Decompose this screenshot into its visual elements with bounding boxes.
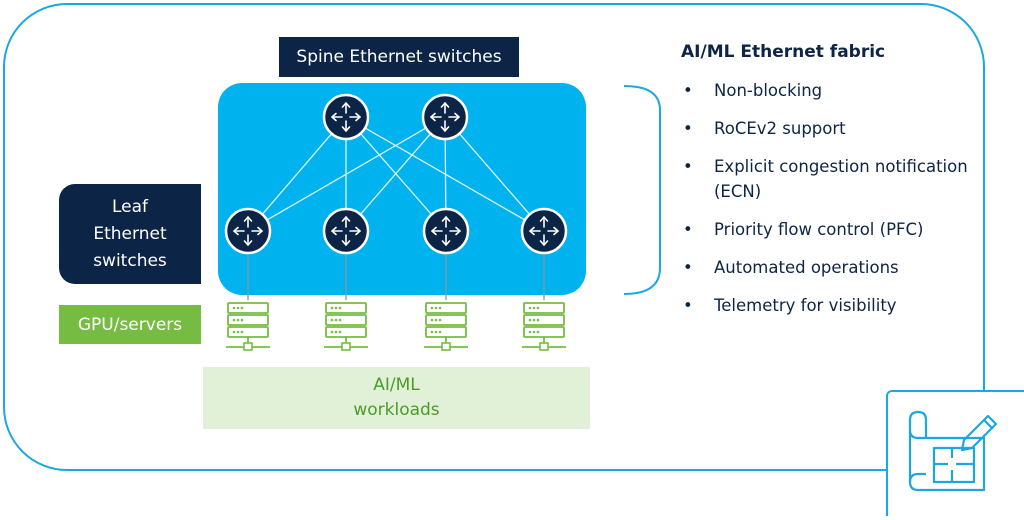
server-rack-icon [225, 302, 271, 351]
spine-switch-1 [322, 93, 370, 141]
spine-switch-2 [421, 93, 469, 141]
server-rack-icon [521, 302, 567, 351]
spine-switches-label: Spine Ethernet switches [279, 37, 519, 77]
leaf-switch-2 [322, 207, 370, 255]
feature-item: Automated operations [681, 255, 971, 280]
gpu-servers-label: GPU/servers [59, 305, 201, 344]
spine-leaf-links [247, 116, 545, 232]
feature-item: Priority flow control (PFC) [681, 217, 971, 242]
leaf-switch-1 [224, 207, 272, 255]
corner-tab [886, 390, 1024, 516]
features-title: AI/ML Ethernet fabric [681, 42, 886, 62]
fabric-panel [218, 83, 586, 295]
bracket [623, 85, 661, 295]
ai-ml-workloads-label: AI/ML workloads [203, 367, 590, 429]
leaf-switches-label: Leaf Ethernet switches [59, 184, 201, 284]
leaf-switch-3 [422, 207, 470, 255]
leaf-switch-4 [520, 207, 568, 255]
feature-item: Explicit congestion notification (ECN) [681, 154, 971, 204]
feature-item: Telemetry for visibility [681, 293, 971, 318]
leaf-server-links [247, 253, 545, 300]
server-rack-icon [423, 302, 469, 351]
features-list: Non-blocking RoCEv2 support Explicit con… [681, 78, 971, 331]
server-rack-icon [323, 302, 369, 351]
outer-frame [3, 3, 985, 471]
blueprint-pencil-icon [908, 410, 998, 492]
feature-item: RoCEv2 support [681, 116, 971, 141]
feature-item: Non-blocking [681, 78, 971, 103]
